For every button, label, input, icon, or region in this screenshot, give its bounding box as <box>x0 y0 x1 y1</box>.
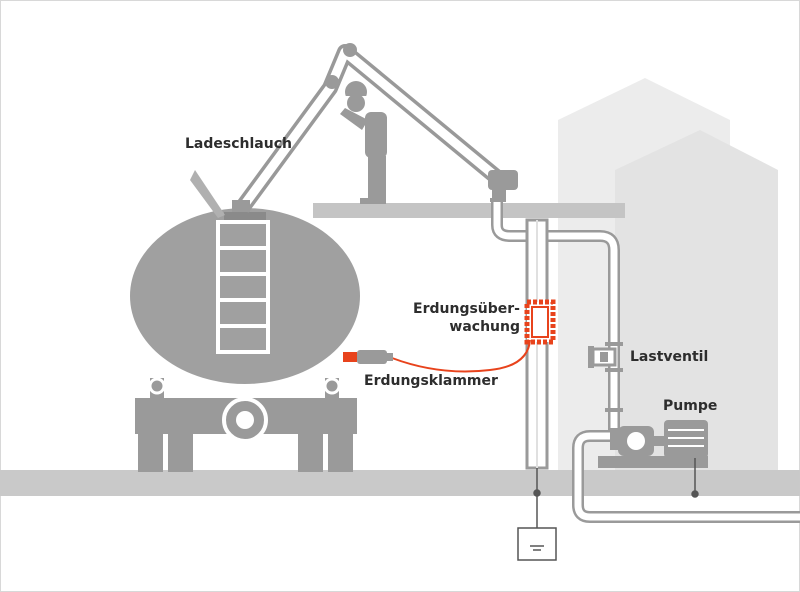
loading-arm <box>232 43 518 213</box>
tank-body <box>126 204 364 388</box>
grounding-clamp <box>343 350 393 364</box>
pump <box>598 420 708 468</box>
worker <box>340 81 387 204</box>
loading-platform <box>313 203 625 218</box>
label-ladeschlauch: Ladeschlauch <box>185 136 292 152</box>
hatch-lid <box>190 170 225 218</box>
tank-ladder <box>216 220 270 354</box>
label-pumpe: Pumpe <box>663 398 717 414</box>
ground <box>0 470 800 496</box>
label-erdungsklammer: Erdungsklammer <box>364 373 498 389</box>
label-erdung-line2: wachung <box>449 319 520 335</box>
label-lastventil: Lastventil <box>630 349 708 365</box>
load-valve <box>588 346 617 368</box>
grounding-cable <box>391 339 531 373</box>
label-erdung-line1: Erdungsüber- <box>413 301 520 317</box>
earth-connections <box>517 458 699 561</box>
grounding-monitor <box>524 299 556 345</box>
tanker-truck <box>126 170 364 472</box>
silo-buildings <box>558 78 778 470</box>
